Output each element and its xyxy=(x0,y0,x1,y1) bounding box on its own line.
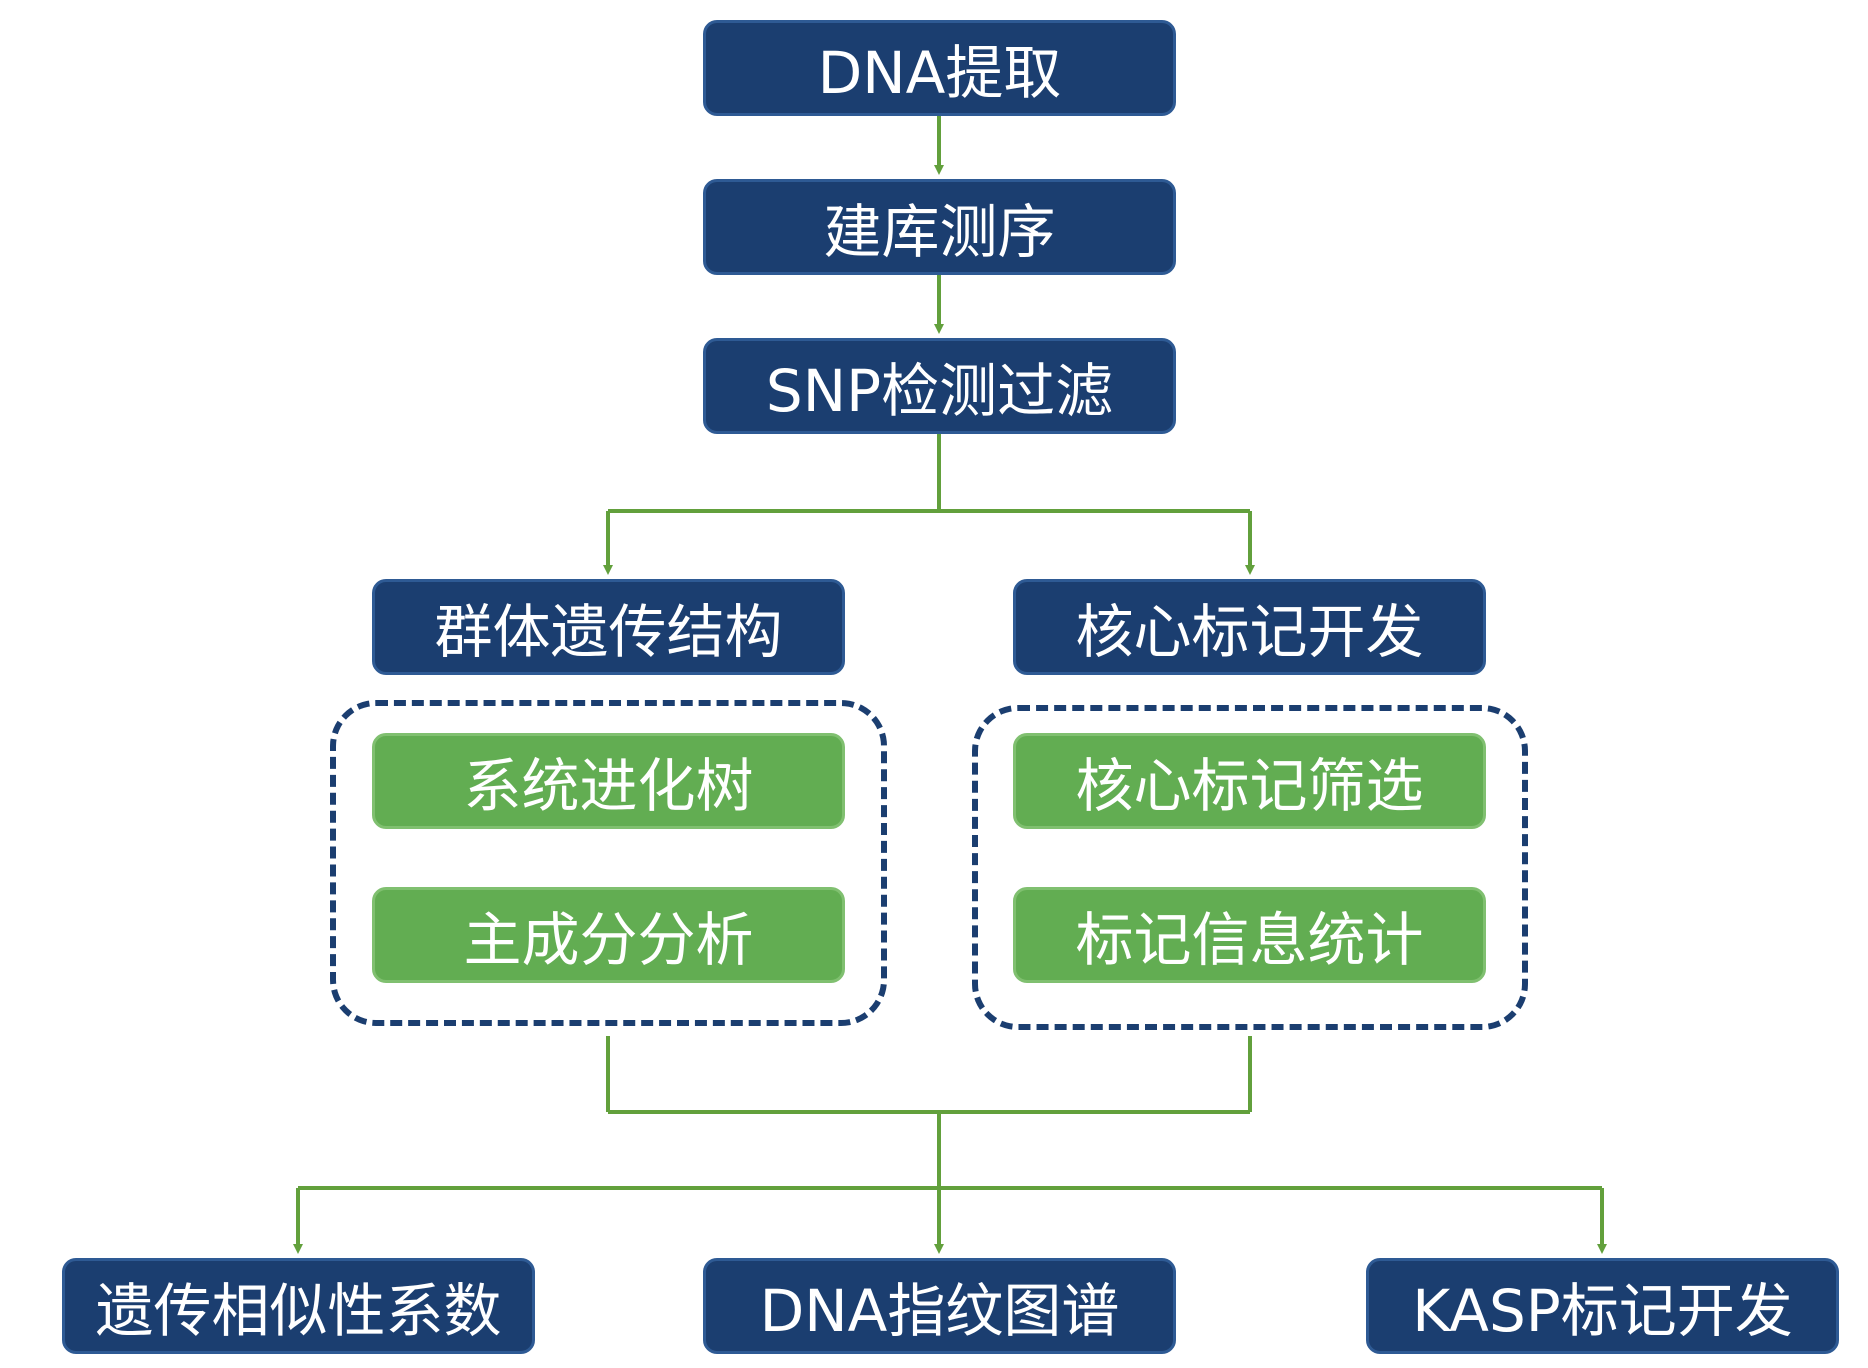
node-dna-fingerprint: DNA指纹图谱 xyxy=(703,1258,1176,1354)
node-phylogenetic-tree: 系统进化树 xyxy=(372,733,845,829)
node-pca: 主成分分析 xyxy=(372,887,845,983)
node-library-sequencing: 建库测序 xyxy=(703,179,1176,275)
population-analysis-group xyxy=(330,700,887,1026)
core-marker-analysis-group xyxy=(972,705,1528,1030)
node-kasp-marker-development: KASP标记开发 xyxy=(1366,1258,1839,1354)
node-marker-statistics: 标记信息统计 xyxy=(1013,887,1486,983)
node-dna-extraction: DNA提取 xyxy=(703,20,1176,116)
node-population-structure: 群体遗传结构 xyxy=(372,579,845,675)
node-snp-filtering: SNP检测过滤 xyxy=(703,338,1176,434)
node-core-marker-screening: 核心标记筛选 xyxy=(1013,733,1486,829)
node-core-marker-development: 核心标记开发 xyxy=(1013,579,1486,675)
node-genetic-similarity: 遗传相似性系数 xyxy=(62,1258,535,1354)
